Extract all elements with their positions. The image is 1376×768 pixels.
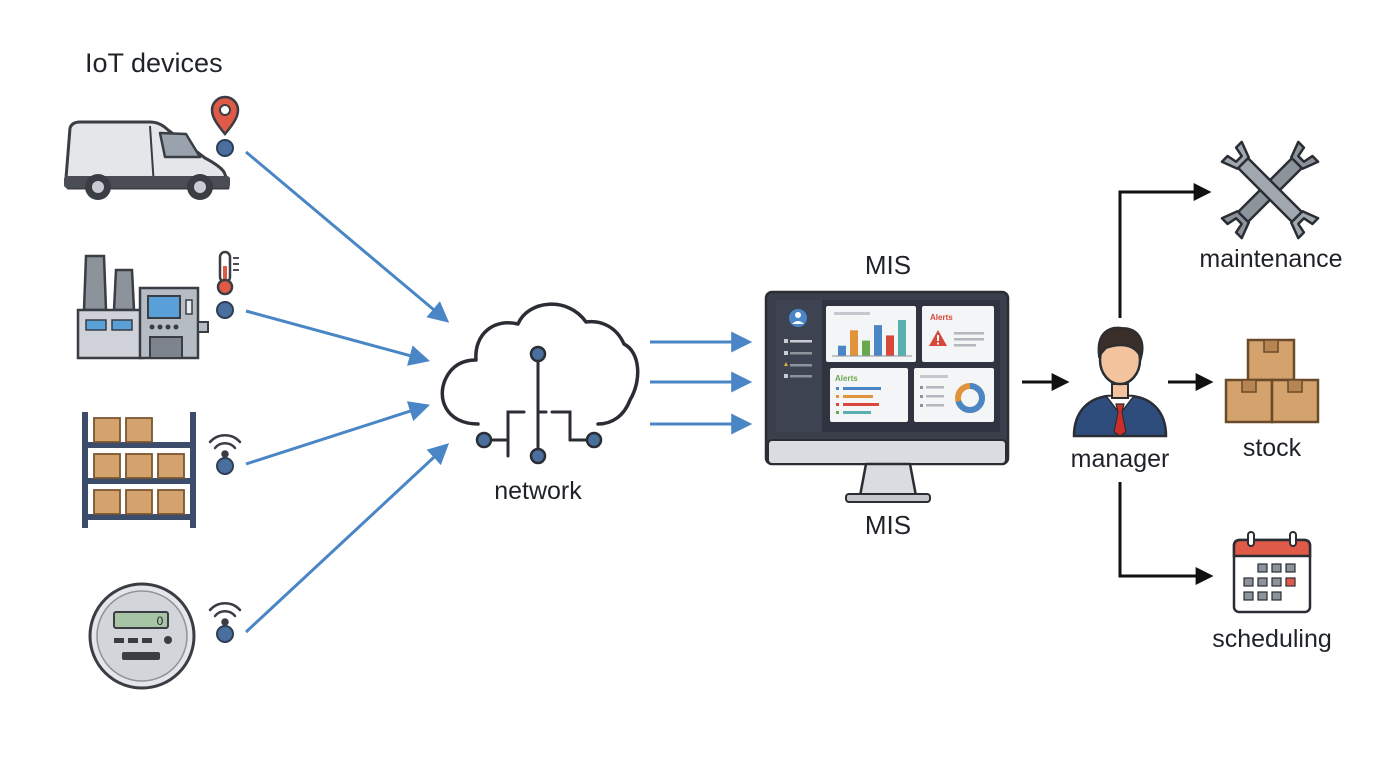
network-label: network [494,477,582,505]
dashboard-bar [886,335,894,356]
arrow-manager-to-scheduling [1118,482,1214,585]
businessman-icon [1072,326,1168,438]
dashboard-bar [862,340,870,356]
dashboard-bar [874,325,882,356]
smart-meter-icon: 0 [88,582,196,690]
factory-icon [76,254,209,360]
mis-label-top: MIS [865,250,911,280]
alerts-title-2: Alerts [835,374,858,383]
iot-devices-heading: IoT devices [85,48,223,78]
arrow-van-to-network [245,150,450,323]
wrench-icon [1220,140,1320,240]
wifi-icon [208,433,242,458]
boxes-icon [1224,338,1320,424]
donut-arc [955,383,985,413]
wifi-icon [208,601,242,626]
thermometer-icon [216,250,239,296]
computer-monitor-icon: Alerts Alerts [764,290,1010,503]
mis-label-bottom: MIS [865,510,911,540]
dashboard-bar [898,320,906,356]
manager-label: manager [1071,445,1170,473]
dashboard-bar [838,345,846,356]
dashboard-bar [850,330,858,356]
arrow-warehouse-to-network [245,401,430,466]
calendar-icon [1232,531,1312,614]
sensor-node-van [216,139,234,157]
sensor-node-warehouse [216,457,234,475]
warehouse-shelf-icon [82,412,196,528]
sensor-node-meter [216,625,234,643]
arrow-manager-to-maintenance [1118,183,1212,318]
dashboard-bar-chart [838,320,906,356]
stock-label: stock [1243,434,1302,462]
arrow-factory-to-network [245,309,431,366]
maintenance-label: maintenance [1199,245,1342,273]
location-pin-icon [210,95,240,136]
cloud-network-icon [440,302,640,465]
sensor-node-factory [216,301,234,319]
meter-reading: 0 [157,614,164,628]
delivery-van-icon [64,120,230,200]
alerts-title-1: Alerts [930,313,953,322]
scheduling-label: scheduling [1212,625,1332,653]
arrow-meter-to-network [244,443,450,634]
